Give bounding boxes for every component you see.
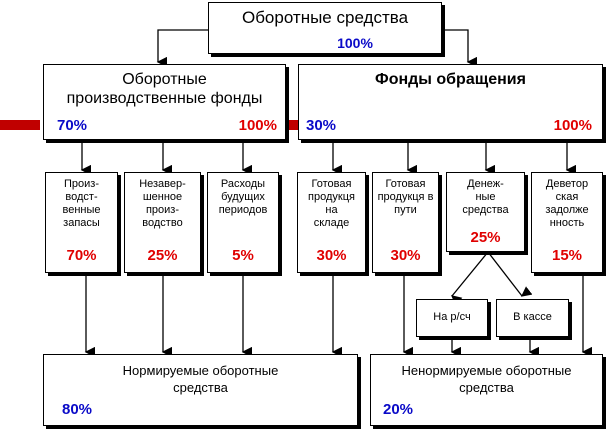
- item-2-label: Незавер- шенное произ- водство: [139, 178, 186, 229]
- item-3-label: Расходы будущих периодов: [218, 178, 268, 216]
- item-box-2: Незавер- шенное произ- водство 25%: [124, 172, 201, 273]
- circulation-funds-title: Фонды обращения: [375, 71, 526, 88]
- item-6-label: Денеж- ные средства: [462, 178, 509, 216]
- item-box-5: Готовая продукця в пути 30%: [372, 172, 439, 273]
- item-box-3: Расходы будущих периодов 5%: [207, 172, 279, 273]
- arrow-cash-to-account: [450, 251, 489, 306]
- account-box: На р/сч: [416, 299, 488, 337]
- red-bar-left: [0, 120, 40, 130]
- item-6-percent: 25%: [470, 229, 501, 246]
- item-7-percent: 15%: [551, 247, 583, 264]
- red-bar-middle: [286, 120, 298, 130]
- normed-box: Нормируемые оборотные средства 80%: [43, 354, 358, 426]
- item-1-percent: 70%: [66, 247, 97, 264]
- circulation-funds-total: 100%: [553, 117, 592, 134]
- item-box-1: Произ- водст- венные запасы 70%: [45, 172, 118, 273]
- circulation-funds-share: 30%: [306, 117, 337, 134]
- item-3-percent: 5%: [232, 247, 254, 264]
- unnormed-box: Ненормируемые оборотные средства 20%: [370, 354, 603, 426]
- item-2-percent: 25%: [147, 247, 178, 264]
- production-funds-title-2: производственные фонды: [66, 90, 263, 107]
- unnormed-title-2: средства: [459, 380, 514, 395]
- arrow-cash-to-register: [487, 251, 533, 297]
- circulation-funds-box: Фонды обращения 30% 100%: [298, 64, 603, 140]
- arrow-top-to-circulation: [442, 29, 478, 68]
- top-box: Оборотные средства 100%: [208, 2, 442, 54]
- register-box: В кассе: [496, 299, 569, 337]
- item-1-label: Произ- водст- венные запасы: [62, 178, 101, 229]
- item-5-label: Готовая продукця в пути: [377, 178, 434, 216]
- production-funds-title-1: Оборотные: [122, 71, 207, 88]
- production-funds-share: 70%: [57, 117, 88, 134]
- top-title: Оборотные средства: [241, 8, 409, 27]
- item-4-label: Готовая продукця на складе: [308, 178, 355, 229]
- item-5-percent: 30%: [390, 247, 421, 264]
- normed-percent: 80%: [62, 401, 93, 418]
- account-label: На р/сч: [433, 311, 471, 323]
- arrow-top-to-production: [156, 29, 208, 68]
- production-funds-box: Оборотные производственные фонды 70% 100…: [43, 64, 286, 140]
- register-label: В кассе: [513, 311, 552, 323]
- normed-title-1: Нормируемые оборотные: [122, 363, 279, 378]
- unnormed-title-1: Ненормируемые оборотные: [401, 363, 572, 378]
- item-box-4: Готовая продукця на складе 30%: [297, 172, 366, 273]
- top-percent: 100%: [337, 35, 373, 51]
- item-4-percent: 30%: [316, 247, 347, 264]
- item-box-6: Денеж- ные средства 25%: [446, 172, 525, 252]
- normed-title-2: средства: [173, 380, 228, 395]
- item-box-7: Деветор ская задолже нность 15%: [531, 172, 603, 273]
- item-7-label: Деветор ская задолже нность: [545, 178, 589, 229]
- production-funds-total: 100%: [238, 117, 277, 134]
- unnormed-percent: 20%: [383, 401, 414, 418]
